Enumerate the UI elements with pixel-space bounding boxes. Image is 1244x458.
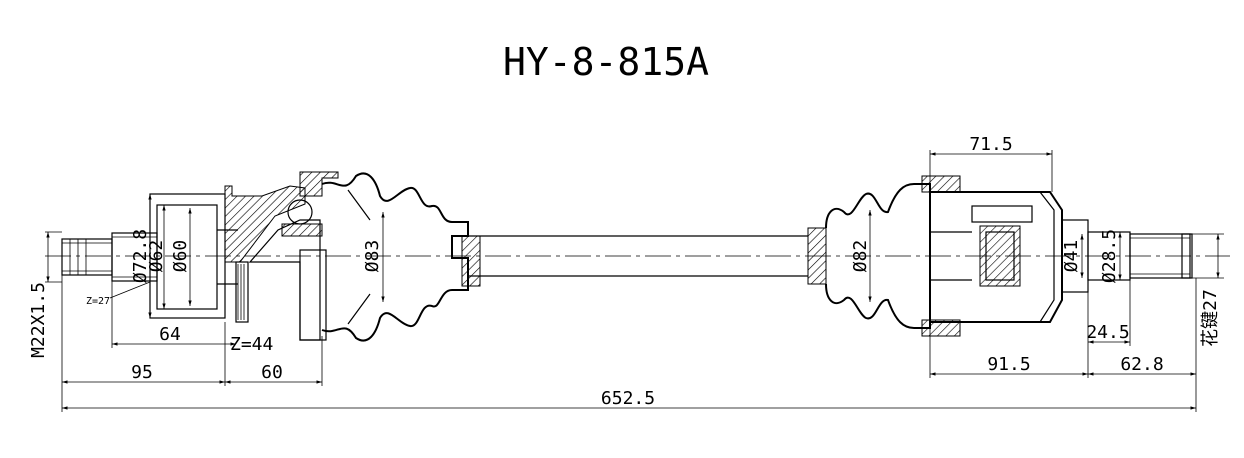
- drawing-title: HY-8-815A: [503, 40, 709, 84]
- dim-overall-length: 652.5: [601, 388, 655, 409]
- dim-60: 60: [261, 362, 283, 383]
- dim-dia-41: Ø41: [1061, 240, 1082, 273]
- dim-64: 64: [159, 324, 181, 345]
- dim-abs-teeth: Z=44: [230, 334, 273, 355]
- inner-tripod-joint: [921, 175, 1193, 337]
- dim-dia-72-8: Ø72.8: [130, 229, 151, 283]
- dim-62-8: 62.8: [1120, 354, 1163, 375]
- dim-dia-83: Ø83: [362, 240, 383, 273]
- dim-24-5: 24.5: [1086, 322, 1129, 343]
- intermediate-shaft: [461, 227, 827, 287]
- dim-71-5: 71.5: [969, 134, 1012, 155]
- dim-dia-60: Ø60: [170, 240, 191, 273]
- outer-boot: [321, 172, 469, 342]
- dim-thread: M22X1.5: [28, 282, 49, 358]
- dim-dia-82: Ø82: [850, 240, 871, 273]
- dim-dia-62: Ø62: [146, 240, 167, 273]
- outer-cv-joint: [61, 171, 339, 341]
- dim-outer-spline: Z=27: [86, 296, 110, 307]
- dim-dia-28-5: Ø28.5: [1099, 229, 1120, 283]
- dim-inner-spline: 花键27: [1200, 289, 1221, 347]
- dimension-lines: [45, 150, 1224, 412]
- inner-boot: [825, 183, 931, 329]
- dim-91-5: 91.5: [987, 354, 1030, 375]
- dim-95: 95: [131, 362, 153, 383]
